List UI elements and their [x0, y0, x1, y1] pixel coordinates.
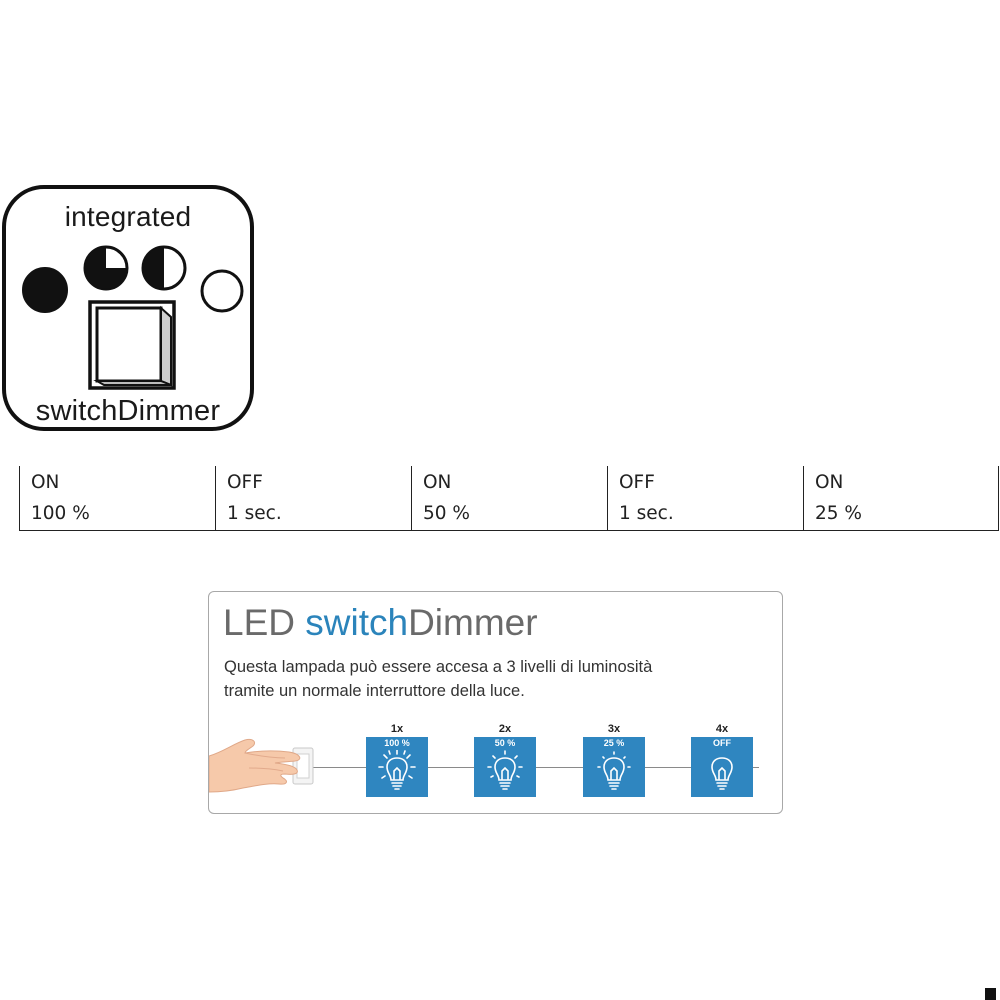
sequence-value: 1 sec.: [619, 503, 674, 524]
hand-pressing-switch-icon: [209, 739, 314, 793]
step-level: OFF: [713, 738, 731, 748]
sequence-state: OFF: [619, 472, 655, 493]
half-circle-icon: [141, 245, 187, 291]
sequence-value: 25 %: [815, 503, 862, 524]
rocker-switch-icon: [88, 300, 176, 390]
step-box: 50 %: [474, 737, 536, 797]
dimmer-step: 4x OFF: [691, 723, 753, 797]
led-switchdimmer-panel: LED switchDimmer Questa lampada può esse…: [208, 591, 783, 814]
badge-bottom-label: switchDimmer: [35, 395, 221, 427]
switchdimmer-badge: integrated switchDimmer: [2, 185, 254, 431]
off-bulb-icon: [711, 757, 733, 790]
step-count: 1x: [390, 723, 404, 735]
corner-mark: [985, 988, 996, 1000]
step-level: 50 %: [494, 738, 516, 748]
sequence-step: ON 25 %: [803, 466, 999, 530]
step-box: 25 %: [583, 737, 645, 797]
bright-bulb-icon: [378, 750, 416, 790]
badge-artwork: [22, 245, 244, 390]
sequence-step: ON 100 %: [19, 466, 215, 530]
dimmer-step: 1x 100 %: [366, 723, 428, 797]
full-circle-icon: [22, 267, 68, 313]
sequence-value: 1 sec.: [227, 503, 282, 524]
sequence-value: 50 %: [423, 503, 470, 524]
step-level: 100 %: [384, 738, 410, 748]
empty-circle-icon: [200, 269, 244, 313]
dim-bulb-icon: [597, 751, 631, 790]
sequence-state: ON: [815, 472, 844, 493]
step-box: 100 %: [366, 737, 428, 797]
title-prefix: LED: [223, 602, 306, 643]
step-count: 4x: [715, 723, 729, 735]
step-level: 25 %: [603, 738, 625, 748]
sequence-step: ON 50 %: [411, 466, 607, 530]
sequence-step: OFF 1 sec.: [215, 466, 411, 530]
sequence-state: ON: [31, 472, 60, 493]
sequence-state: ON: [423, 472, 452, 493]
step-count: 3x: [607, 723, 621, 735]
switch-sequence-table: ON 100 % OFF 1 sec. ON 50 % OFF 1 sec. O…: [19, 466, 999, 531]
description-line: tramite un normale interruttore della lu…: [224, 682, 525, 700]
title-accent: switch: [305, 602, 409, 643]
description-line: Questa lampada può essere accesa a 3 liv…: [224, 658, 653, 676]
three-quarter-circle-icon: [83, 245, 129, 291]
medium-bulb-icon: [487, 750, 523, 790]
dimmer-step: 3x 25 %: [583, 723, 645, 797]
panel-description: Questa lampada può essere accesa a 3 liv…: [224, 655, 764, 703]
title-suffix: Dimmer: [408, 602, 538, 643]
badge-top-label: integrated: [64, 201, 192, 232]
sequence-step: OFF 1 sec.: [607, 466, 803, 530]
sequence-value: 100 %: [31, 503, 90, 524]
step-count: 2x: [498, 723, 512, 735]
step-box: OFF: [691, 737, 753, 797]
panel-title: LED switchDimmer: [223, 598, 538, 648]
sequence-state: OFF: [227, 472, 263, 493]
dimmer-step: 2x 50 %: [474, 723, 536, 797]
